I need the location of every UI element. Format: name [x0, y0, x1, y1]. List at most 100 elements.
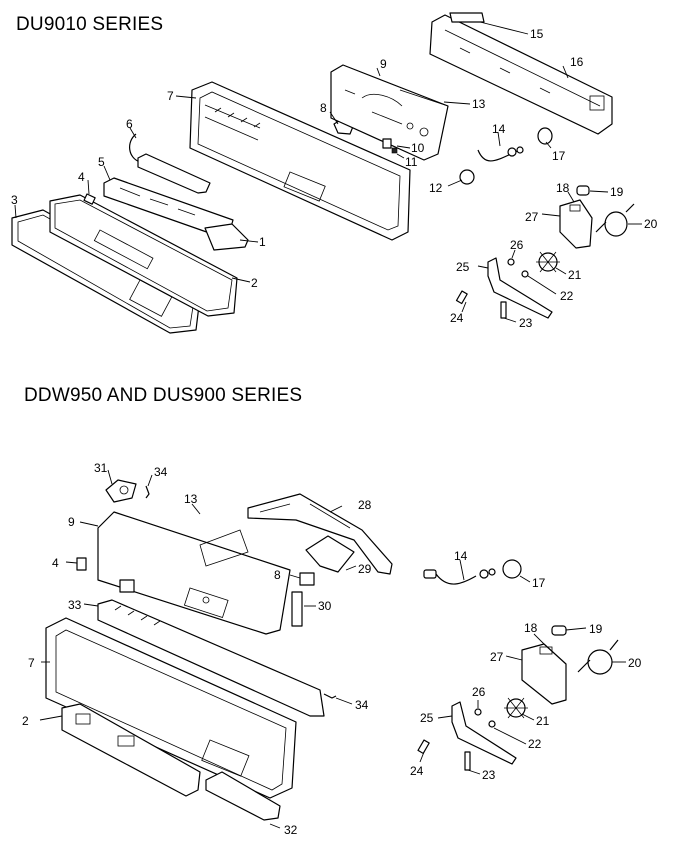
callout-label: 7 — [28, 656, 35, 670]
callout-label: 22 — [528, 737, 542, 751]
part-1-plate — [204, 223, 249, 251]
callout-label: 9 — [380, 57, 387, 71]
callout-label: 27 — [525, 210, 539, 224]
part-32-plate — [205, 771, 281, 821]
callout-label: 20 — [644, 217, 658, 231]
callout-label: 6 — [126, 117, 133, 131]
part-23-pin — [464, 751, 471, 771]
callout-label: 4 — [78, 170, 85, 184]
callout-label: 31 — [94, 461, 108, 475]
part-4-button — [76, 557, 87, 571]
callout-label: 4 — [52, 556, 59, 570]
part-9-control-board — [330, 64, 449, 161]
callout-label: 28 — [358, 498, 372, 512]
callout-label: 32 — [284, 823, 298, 837]
callout-label: 23 — [519, 316, 533, 330]
callout-label: 17 — [552, 149, 566, 163]
part-24-screw — [455, 290, 468, 305]
ddw950-leader-lines — [39, 469, 626, 829]
callout-label: 24 — [450, 311, 464, 325]
section-title-du9010: DU9010 SERIES — [16, 14, 164, 35]
callout-label: 29 — [358, 562, 372, 576]
callout-label: 17 — [532, 576, 546, 590]
part-2-panel — [49, 194, 238, 317]
part-17-cap — [502, 559, 522, 579]
callout-label: 11 — [405, 155, 418, 169]
part-7-console — [189, 81, 411, 241]
callout-label: 16 — [570, 55, 584, 69]
callout-label: 8 — [320, 101, 327, 115]
callout-label: 19 — [589, 622, 603, 636]
part-12-knob — [459, 169, 475, 185]
callout-label: 33 — [68, 598, 82, 612]
part-25-lever — [487, 257, 553, 319]
part-25-lever — [451, 701, 517, 765]
callout-label: 13 — [184, 492, 198, 506]
callout-label: 14 — [492, 122, 506, 136]
part-20-motor — [595, 203, 635, 237]
part-9-housing — [97, 511, 291, 635]
part-14-harness — [477, 146, 524, 162]
callout-label: 30 — [318, 599, 332, 613]
callout-label: 34 — [154, 465, 168, 479]
callout-label: 8 — [274, 568, 281, 582]
part-24-screw — [417, 739, 430, 754]
part-23-pin — [500, 301, 507, 319]
part-34-screw-right — [323, 693, 337, 699]
callout-label: 5 — [98, 155, 105, 169]
part-19-clip — [551, 625, 567, 636]
part-2-lower-panel — [61, 703, 201, 797]
part-7-front-panel — [45, 617, 297, 799]
part-31-bracket — [105, 479, 137, 503]
callout-label: 10 — [411, 141, 425, 155]
callout-label: 19 — [610, 185, 624, 199]
du9010-leader-lines — [14, 21, 642, 323]
ddw950-parts-drawing — [45, 479, 619, 821]
callout-label: 25 — [456, 260, 470, 274]
callout-label: 1 — [259, 235, 266, 249]
callout-label: 12 — [429, 181, 443, 195]
part-21-impeller — [536, 251, 560, 273]
part-30-lever — [291, 591, 303, 627]
part-34-screw-top — [145, 485, 150, 499]
part-6-circuit — [129, 133, 211, 194]
callout-label: 2 — [22, 714, 29, 728]
callout-label: 3 — [11, 193, 18, 207]
part-29-bracket — [305, 535, 355, 573]
part-16-housing — [429, 12, 613, 135]
callout-label: 23 — [482, 768, 496, 782]
callout-label: 18 — [556, 181, 570, 195]
callout-label: 15 — [530, 27, 544, 41]
callout-label: 21 — [568, 268, 582, 282]
part-14-harness — [423, 568, 496, 585]
du9010-parts-drawing — [11, 12, 635, 334]
callout-label: 22 — [560, 289, 574, 303]
callout-label: 18 — [524, 621, 538, 635]
callout-label: 26 — [510, 238, 524, 252]
part-3-frame — [11, 209, 201, 334]
callout-label: 26 — [472, 685, 486, 699]
part-20-motor — [577, 639, 619, 675]
callout-label: 25 — [420, 711, 434, 725]
part-19-clip — [576, 185, 590, 196]
part-27-bracket — [521, 643, 567, 705]
callout-label: 24 — [410, 764, 424, 778]
part-33-strip — [97, 599, 325, 717]
callout-label: 14 — [454, 549, 468, 563]
part-11-component — [391, 147, 398, 154]
callout-label: 2 — [251, 276, 258, 290]
callout-label: 13 — [472, 97, 486, 111]
callout-label: 34 — [355, 698, 369, 712]
ddw950-callouts: 2 4 7 8 9 13 14 17 18 19 20 21 22 23 24 … — [22, 461, 642, 837]
part-21-impeller — [504, 697, 528, 719]
part-27-bracket — [559, 199, 593, 249]
callout-label: 21 — [536, 714, 550, 728]
du9010-callouts: 1 2 3 4 5 6 7 8 9 10 11 12 13 14 15 16 1… — [11, 27, 658, 330]
part-4-button — [83, 193, 96, 205]
part-10-component — [382, 138, 392, 149]
part-switch — [119, 579, 135, 593]
section-title-ddw950-dus900: DDW950 AND DUS900 SERIES — [24, 385, 303, 406]
part-17-cap — [537, 127, 553, 145]
callout-label: 27 — [490, 650, 504, 664]
